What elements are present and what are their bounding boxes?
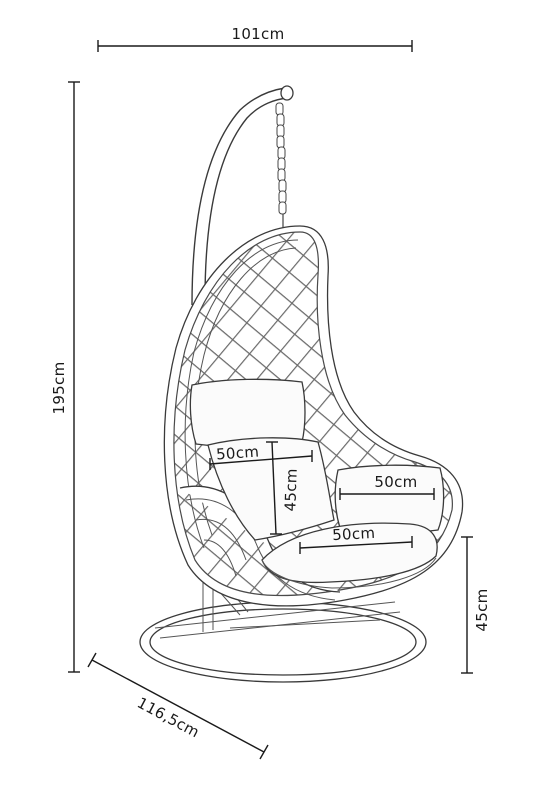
back-cushion-width-dimension: 50cm bbox=[209, 443, 313, 470]
back-cushion-width-label: 50cm bbox=[215, 443, 259, 464]
height-label: 195cm bbox=[50, 362, 68, 415]
height-dimension: 195cm bbox=[50, 81, 80, 673]
armrest-cushion bbox=[334, 464, 445, 533]
seat-cushion bbox=[261, 522, 438, 589]
hanging-chain bbox=[275, 102, 287, 232]
base-ring bbox=[139, 601, 427, 683]
seat-cushion-width-dimension: 50cm bbox=[299, 524, 413, 554]
back-cushion-height-dimension: 45cm bbox=[266, 441, 301, 535]
seat-cushion-width-label: 50cm bbox=[332, 524, 376, 544]
width-dimension: 101cm bbox=[97, 25, 413, 52]
armrest-cushion-width-label: 50cm bbox=[374, 473, 417, 491]
armrest-cushion-width-dimension: 50cm bbox=[339, 473, 435, 500]
width-label: 101cm bbox=[232, 25, 285, 43]
seat-height-label: 45cm bbox=[473, 588, 491, 631]
back-cushion bbox=[207, 437, 335, 541]
seat-height-dimension: 45cm bbox=[461, 536, 491, 674]
back-pillow bbox=[189, 378, 306, 448]
back-cushion-height-label: 45cm bbox=[281, 468, 300, 512]
